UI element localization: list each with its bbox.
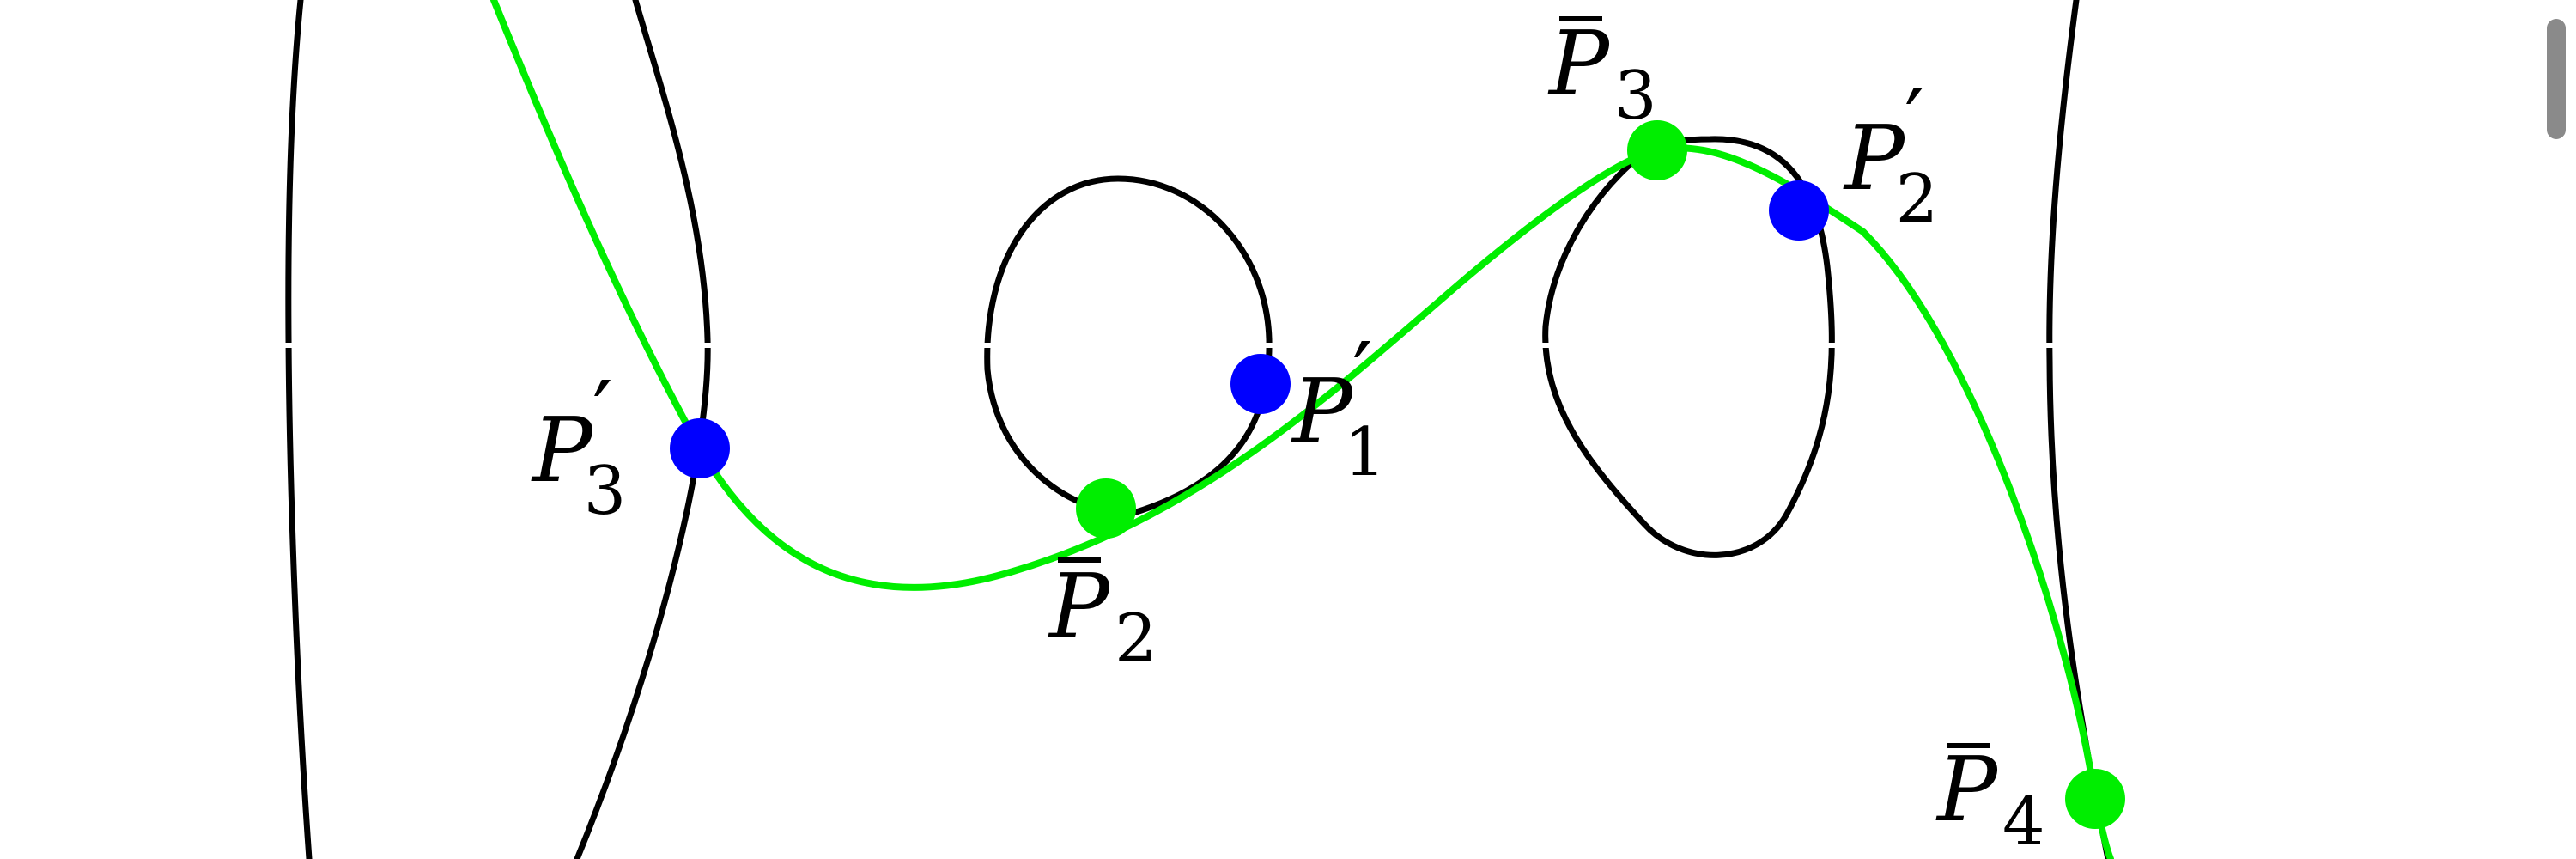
inner-branch-left	[574, 0, 711, 859]
label-p3-prime: P′3	[531, 362, 626, 530]
oval-right	[1542, 136, 1835, 558]
point-p3-bar	[1627, 120, 1687, 180]
label-p2-bar: P2	[1048, 554, 1157, 678]
point-p2-bar	[1076, 478, 1136, 539]
label-p2-prime: P′2	[1843, 70, 1938, 238]
outer-branch-left	[285, 0, 313, 859]
label-p4-bar: P4	[1935, 737, 2045, 859]
outer-branch-right	[2046, 0, 2111, 859]
point-p4-bar	[2065, 769, 2125, 829]
svg-text:P2: P2	[1048, 554, 1157, 678]
label-p3-bar: P3	[1547, 11, 1657, 135]
point-p3-prime	[670, 418, 730, 478]
point-p1-prime	[1230, 354, 1291, 414]
svg-text:P3: P3	[1547, 11, 1657, 135]
oval-left	[984, 175, 1273, 516]
svg-text:P4: P4	[1935, 737, 2045, 859]
label-p1-prime: P′1	[1291, 323, 1386, 491]
vertical-scrollbar[interactable]	[2547, 19, 2566, 139]
point-p2-prime	[1769, 180, 1829, 241]
